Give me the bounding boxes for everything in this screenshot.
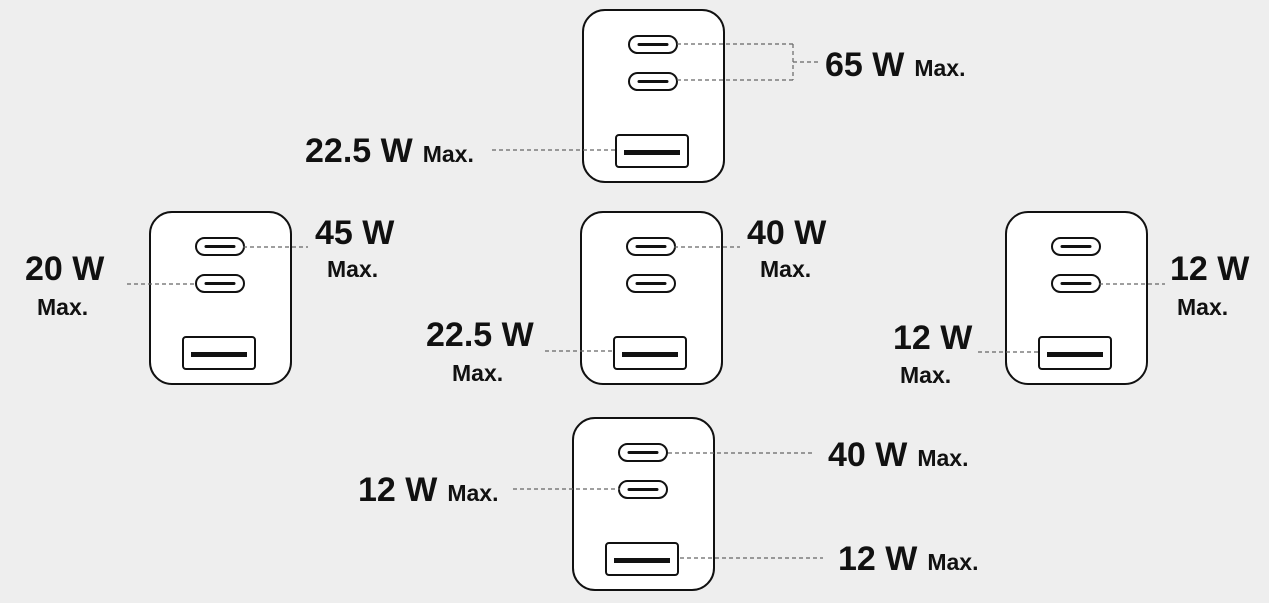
- label-usb-c1-watts: 45 W: [315, 214, 395, 252]
- label-usb-c1-watts: 40 W: [747, 214, 827, 252]
- label-usb-c2-watts: 12 W: [1170, 250, 1250, 288]
- label-usb-c2-watts: 20 W: [25, 250, 105, 288]
- label-usb-c1-suffix: Max.: [760, 256, 811, 282]
- label-usb-a-watts: 22.5 W: [426, 316, 535, 354]
- label-usb-a-suffix: Max.: [452, 360, 503, 386]
- charger-icon: [571, 416, 716, 592]
- charger-icon: [581, 8, 726, 184]
- charger-config-c1-a: 40 W Max. 22.5 W Max.: [426, 210, 827, 386]
- charger-icon: [1004, 210, 1149, 386]
- leader-line: [677, 43, 820, 81]
- label-usb-a-suffix: Max.: [900, 362, 951, 388]
- charger-config-c1-c2: 45 W Max. 20 W Max.: [25, 210, 395, 386]
- label-usb-c1-suffix: Max.: [327, 256, 378, 282]
- label-usb-a-watts: 12 W: [893, 319, 973, 357]
- charger-icon: [579, 210, 724, 386]
- label-usb-c2-suffix: Max.: [37, 294, 88, 320]
- charger-config-c2-a: 12 W Max. 12 W Max.: [893, 210, 1250, 388]
- label-usb-c2-suffix: Max.: [1177, 294, 1228, 320]
- charger-icon: [148, 210, 293, 386]
